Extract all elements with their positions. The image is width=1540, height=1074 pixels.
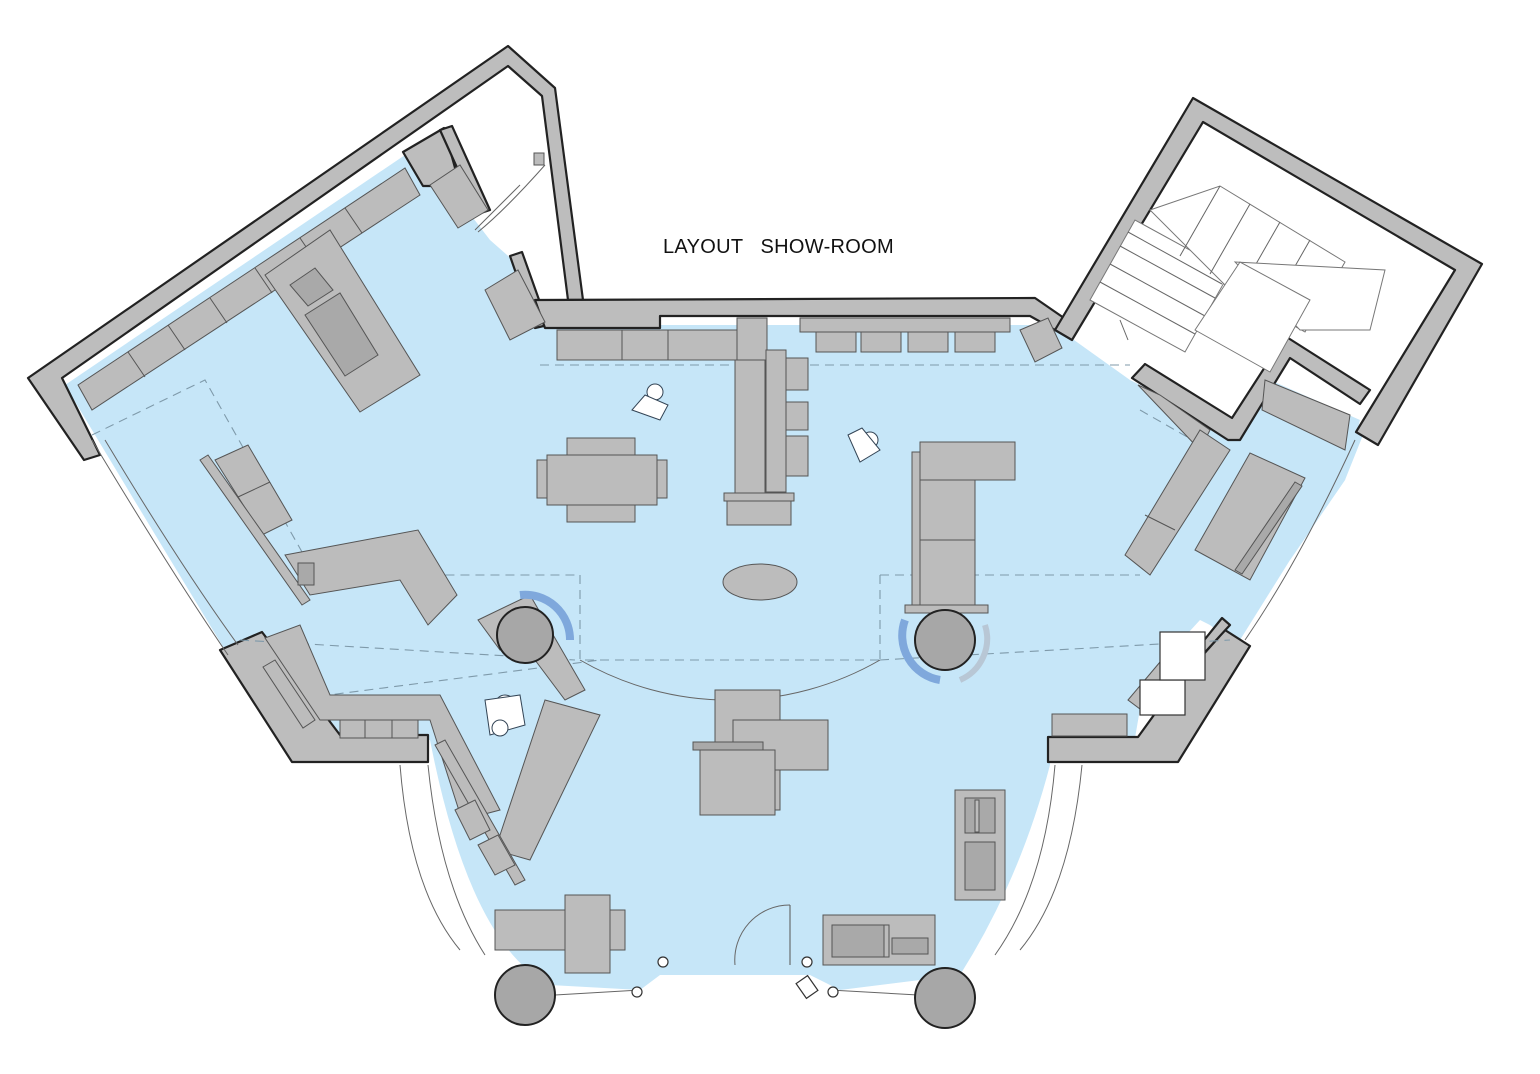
windows: [91, 439, 1356, 996]
plan-title: LAYOUT SHOW-ROOM: [663, 236, 894, 258]
doors: [474, 152, 1206, 966]
columns: [494, 590, 991, 1029]
shelf-south-east: [1051, 713, 1128, 737]
table-east: [1194, 452, 1306, 581]
column-right: [914, 609, 976, 671]
column-south-west: [494, 964, 556, 1026]
sofa-east: [1124, 429, 1231, 576]
bar-counter: [734, 359, 766, 496]
people-figures: [484, 383, 881, 737]
curved-counter: [494, 699, 601, 861]
dining-table: [546, 454, 658, 506]
corner-sofa: [919, 441, 1016, 481]
wall-cabinets-nw: [77, 167, 421, 411]
furniture: [77, 164, 1351, 974]
column-left: [496, 606, 554, 664]
wall-northwest: [26, 44, 585, 462]
wall-north: [533, 296, 1066, 332]
oval-coffee-table: [722, 563, 798, 601]
column-south-east: [914, 967, 976, 1029]
staircase: [1089, 185, 1386, 373]
wall-stair-inner: [1130, 334, 1372, 442]
desk-west: [284, 529, 458, 626]
